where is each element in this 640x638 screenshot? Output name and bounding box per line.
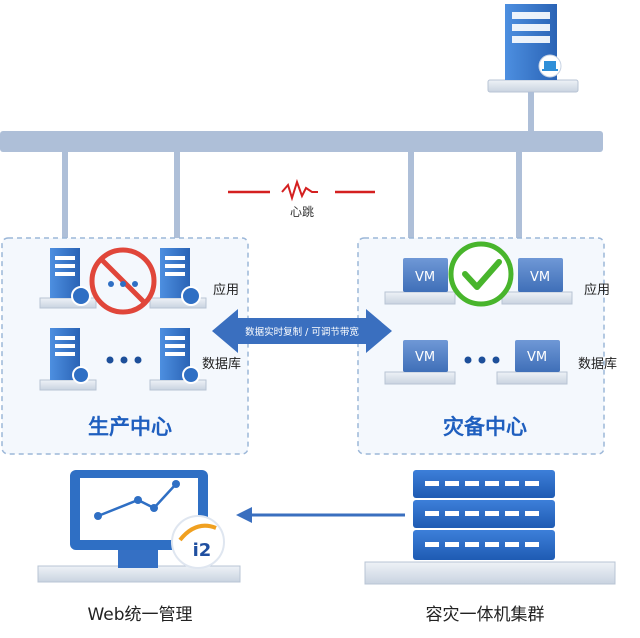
- management-server: [487, 4, 579, 93]
- prod-app-label: 应用: [213, 282, 239, 298]
- prod-db-server-1: [39, 328, 97, 391]
- i2-logo: i2: [171, 515, 225, 569]
- dr-cluster-label: 容灾一体机集群: [426, 605, 545, 625]
- prod-app-server-2: [149, 248, 207, 309]
- dr-app-vm-1: VM: [384, 258, 456, 305]
- web-management-monitor: i2: [37, 470, 241, 583]
- heartbeat-indicator: 心跳: [228, 178, 375, 219]
- dr-more-dots: [464, 356, 500, 364]
- dr-db-vm-2: VM: [496, 340, 568, 385]
- prod-app-server-1: [39, 248, 97, 309]
- prod-db-label: 数据库: [202, 356, 241, 372]
- web-management-label: Web统一管理: [87, 605, 192, 625]
- rack-unit-2: [413, 500, 555, 528]
- network-bus: [0, 92, 603, 238]
- rack-unit-3: [413, 530, 555, 560]
- replication-label: 数据实时复制 / 可调节带宽: [245, 326, 359, 338]
- production-center-title: 生产中心: [88, 415, 172, 439]
- dr-app-vm-2: VM: [501, 258, 573, 305]
- production-center-panel: 应用 数据库 生产中心: [1, 237, 249, 455]
- heartbeat-label: 心跳: [290, 205, 314, 219]
- vm-label: VM: [415, 350, 435, 365]
- prod-db-server-2: [149, 328, 207, 391]
- dr-center-title: 灾备中心: [443, 415, 527, 439]
- vm-label: VM: [530, 270, 550, 285]
- rack-unit-1: [413, 470, 555, 498]
- replication-arrow: 数据实时复制 / 可调节带宽: [212, 309, 392, 353]
- vm-label: VM: [527, 350, 547, 365]
- failure-prohibited-icon: [89, 247, 157, 315]
- logo-text: i2: [193, 540, 212, 561]
- dr-app-label: 应用: [584, 282, 610, 298]
- dr-db-label: 数据库: [578, 356, 617, 372]
- cluster-to-management-arrow: [236, 507, 405, 523]
- dr-db-vm-1: VM: [384, 340, 456, 385]
- vm-label: VM: [415, 270, 435, 285]
- prod-more-dots: [106, 356, 142, 364]
- dr-cluster-rack: [364, 470, 616, 585]
- success-check-icon: [448, 241, 514, 307]
- dr-center-panel: VM VM 应用 VM VM 数据库 灾备中心: [357, 237, 617, 455]
